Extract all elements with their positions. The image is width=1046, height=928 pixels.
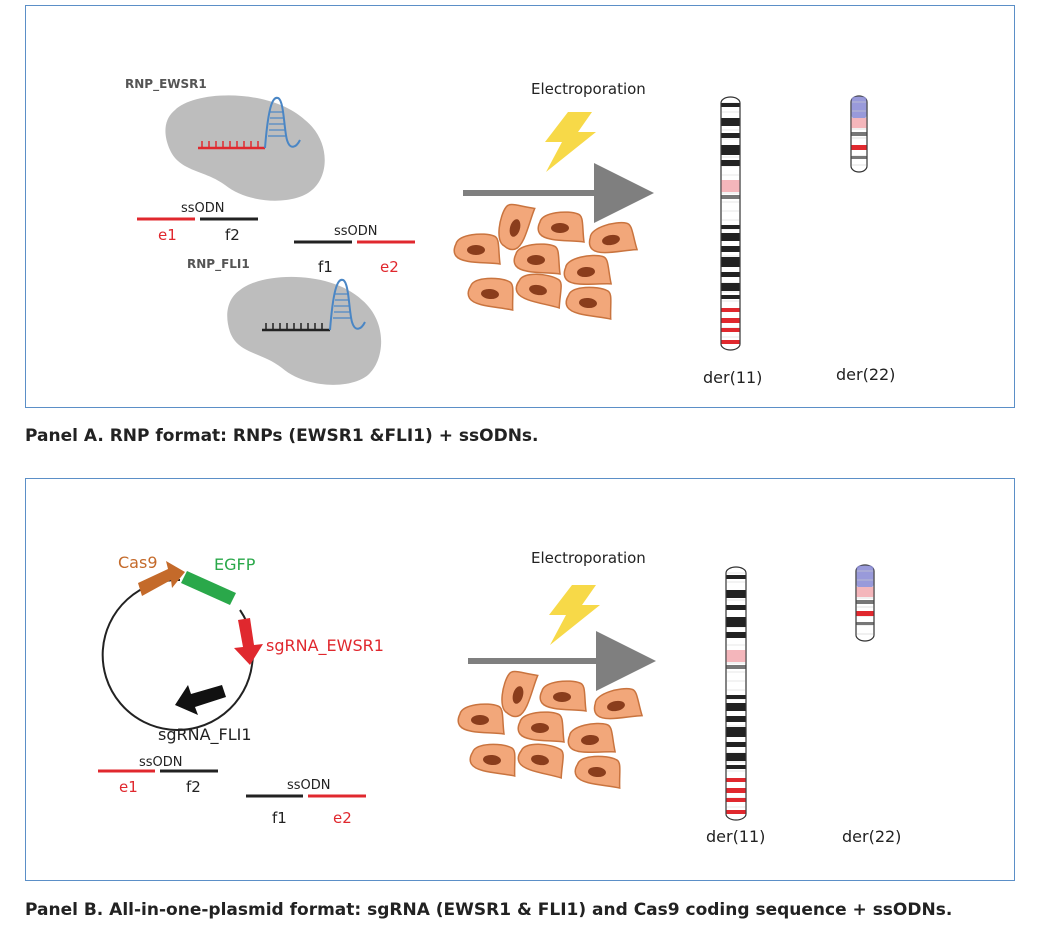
egfp-label: EGFP — [214, 555, 256, 574]
panel-a-content: RNP_EWSR1 ssODN e1 f2 — [125, 77, 895, 387]
chromosome-der11-a — [720, 96, 741, 351]
ssodn-a-left: ssODN e1 f2 — [137, 201, 258, 244]
ssodn-b-left: ssODN e1 f2 — [98, 755, 218, 796]
ssodn-a-left-label: ssODN — [181, 201, 225, 216]
panel-a-caption: Panel A. RNP format: RNPs (EWSR1 &FLI1) … — [25, 426, 539, 446]
chromosome-der22-b — [855, 564, 875, 642]
a-cell-5 — [513, 243, 561, 275]
a-cell-3 — [588, 221, 639, 254]
a-cell-9 — [565, 286, 612, 320]
ssodn-b-right-e2: e2 — [333, 809, 352, 827]
ssodn-b-left-e1: e1 — [119, 778, 138, 796]
b-cell-7 — [469, 743, 516, 777]
chromosome-der11-b — [725, 566, 747, 821]
ssodn-a-right-e2: e2 — [380, 258, 399, 276]
cas9-label: Cas9 — [118, 553, 158, 572]
b-cell-9 — [574, 755, 621, 789]
cas9-arrow-icon — [138, 561, 185, 596]
ssodn-b-right: ssODN f1 e2 — [246, 778, 366, 827]
b-cell-6 — [567, 722, 617, 754]
a-cell-6 — [563, 254, 613, 286]
rnp-fli1-label: RNP_FLI1 — [187, 257, 250, 272]
sgrna-fli1-label: sgRNA_FLI1 — [158, 725, 252, 745]
a-cell-7 — [467, 277, 514, 311]
cell-cluster-b — [457, 670, 644, 789]
panel-b-caption: Panel B. All-in-one-plasmid format: sgRN… — [25, 900, 953, 920]
b-cell-3 — [593, 687, 644, 720]
ssodn-b-right-f1: f1 — [272, 809, 287, 827]
a-cell-4 — [453, 233, 501, 265]
ssodn-a-right: ssODN f1 e2 — [294, 224, 415, 276]
b-cell-4 — [457, 703, 505, 735]
b-cell-1 — [501, 670, 539, 718]
electroporation-b-label: Electroporation — [531, 549, 646, 567]
sgrna-ewsr1-label: sgRNA_EWSR1 — [266, 636, 384, 656]
plasmid-map — [101, 561, 263, 731]
sgrna-ewsr1-arrow-icon — [234, 618, 263, 665]
rnp-ewsr1-complex — [165, 95, 325, 201]
b-cell-5 — [517, 711, 565, 743]
egfp-block-icon — [181, 571, 236, 605]
a-cell-1 — [498, 203, 536, 251]
ssodn-b-left-f2: f2 — [186, 778, 201, 796]
a-cell-2 — [537, 211, 585, 243]
lightning-bolt-b-icon — [549, 585, 600, 645]
rnp-ewsr1-label: RNP_EWSR1 — [125, 77, 207, 92]
der11-a-label: der(11) — [703, 368, 762, 387]
chromosome-der22-a — [850, 95, 868, 173]
panel-b-content: Cas9 EGFP sgRNA_EWSR1 sgRNA_FLI1 ssODN e… — [98, 549, 901, 846]
lightning-bolt-a-icon — [545, 112, 596, 172]
ssodn-b-right-label: ssODN — [287, 778, 331, 793]
ssodn-a-left-e1: e1 — [158, 226, 177, 244]
ssodn-a-right-f1: f1 — [318, 258, 333, 276]
electroporation-a-label: Electroporation — [531, 80, 646, 98]
sgrna-fli1-arrow-icon — [175, 685, 226, 715]
der22-b-label: der(22) — [842, 827, 901, 846]
rnp-fli1-complex — [227, 276, 382, 385]
der11-b-label: der(11) — [706, 827, 765, 846]
ssodn-a-right-label: ssODN — [334, 224, 378, 239]
b-cell-2 — [539, 680, 587, 712]
plasmid-backbone — [101, 578, 253, 731]
ssodn-a-left-f2: f2 — [225, 226, 240, 244]
ewsr1-guide-hairpin — [264, 96, 301, 149]
cell-cluster-a — [453, 203, 639, 320]
b-cell-8 — [517, 743, 564, 779]
a-cell-8 — [515, 273, 562, 309]
ssodn-b-left-label: ssODN — [139, 755, 183, 770]
ewsr1-guide-ticks — [201, 141, 259, 148]
der22-a-label: der(22) — [836, 365, 895, 384]
